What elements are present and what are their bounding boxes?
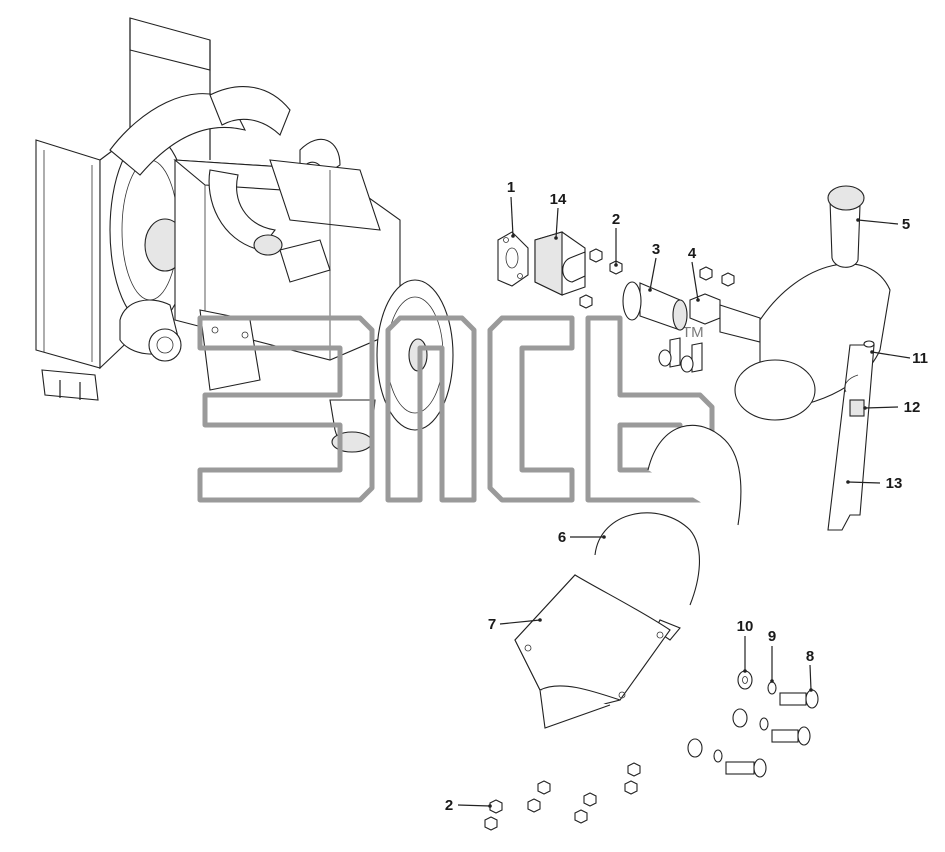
callout-labels: 1 14 2 3 4 5 11 12 13 6 7 10 9 8 2 xyxy=(445,179,928,814)
part-14-bracket xyxy=(534,231,586,296)
part-3-flange-pipe xyxy=(622,281,688,331)
part-6-u-bolts xyxy=(594,424,742,606)
part-2-nuts-upper xyxy=(579,248,623,309)
callout-label-7: 7 xyxy=(488,616,496,633)
callout-label-2-lower: 2 xyxy=(445,797,453,814)
callout-label-13: 13 xyxy=(886,475,903,492)
leader-arrowheads xyxy=(488,218,874,808)
part-1-gasket xyxy=(497,231,529,287)
part-4-clamp xyxy=(658,266,735,373)
part-11-13-rod xyxy=(827,340,875,531)
part-8-10-fasteners xyxy=(687,670,819,778)
callout-label-6: 6 xyxy=(558,529,566,546)
callout-label-1: 1 xyxy=(507,179,515,196)
part-7-saddle xyxy=(514,574,681,729)
part-2-nuts-lower xyxy=(484,762,641,831)
watermark-tm-text: TM xyxy=(682,324,704,341)
callout-label-14: 14 xyxy=(550,191,567,208)
callout-label-3: 3 xyxy=(652,241,660,258)
callout-label-9: 9 xyxy=(768,628,776,645)
callout-leaders xyxy=(457,196,911,807)
callout-label-10: 10 xyxy=(737,618,754,635)
callout-label-2-upper: 2 xyxy=(612,211,620,228)
callout-label-4: 4 xyxy=(688,245,697,262)
callout-label-8: 8 xyxy=(806,648,814,665)
engine-assembly xyxy=(35,17,454,453)
callout-label-5: 5 xyxy=(902,216,910,233)
callout-label-11: 11 xyxy=(912,350,928,367)
callout-label-12: 12 xyxy=(904,399,921,416)
